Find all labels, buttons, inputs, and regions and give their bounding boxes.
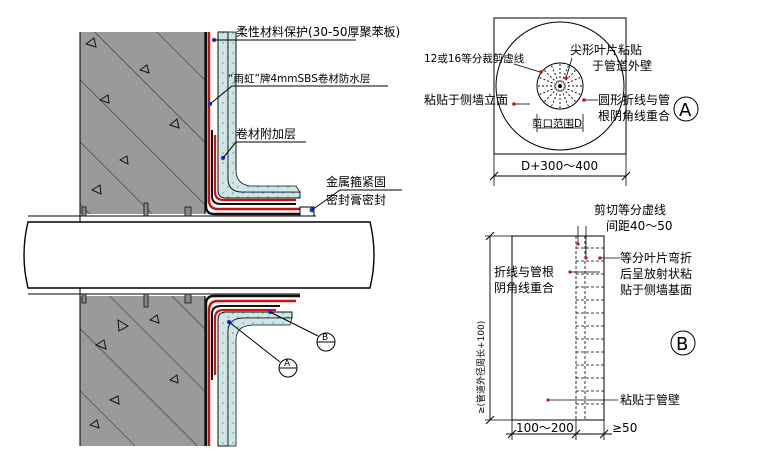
label-b-height: ≥(管道外径周长+100): [475, 321, 487, 414]
detail-b-marker-circle: [670, 330, 696, 356]
membrane-lower: [204, 294, 300, 446]
cut-spoke: [559, 85, 577, 103]
wall-section: [23, 31, 375, 447]
detail-b-sheet: [511, 235, 605, 421]
label-b-overlap-dim: ≥50: [612, 421, 637, 435]
label-a-wall-bond: 粘贴于侧墙立面: [424, 92, 508, 107]
label-b-fold-line1: 折线与管根: [494, 264, 554, 279]
detail-b: [485, 226, 696, 440]
label-b-width-dim: 100～200: [516, 421, 574, 435]
label-hoop-line1: 金属箍紧固: [326, 174, 386, 189]
label-membrane: “雨虹”牌4mmSBS卷材防水层: [228, 72, 370, 85]
detail-a-outer-circle: [495, 21, 625, 151]
label-a-opening: 剪口范围D: [532, 117, 582, 130]
label-protection: 柔性材料保护(30-50厚聚苯板): [236, 25, 400, 39]
label-additional-layer: 卷材附加层: [236, 126, 296, 141]
membrane-upper: [204, 32, 306, 216]
cut-spoke: [543, 85, 561, 103]
detail-a-marker-circle: [673, 96, 699, 122]
detail-b-marker: B: [676, 334, 688, 355]
detail-a-square: [493, 17, 627, 155]
label-b-petal-line3: 贴于侧墙基面: [620, 283, 692, 297]
label-a-fold-line2: 根阴角线重合: [598, 108, 670, 123]
label-b-cut-line1: 剪切等分虚线: [594, 202, 666, 217]
label-hoop-line2: 密封膏密封: [326, 192, 386, 207]
section-marker-a: A: [284, 359, 291, 369]
label-a-petal-line1: 尖形叶片粘贴: [570, 42, 642, 57]
detail-a-fold-circle: [536, 62, 584, 110]
label-a-petal-line2: 于管道外壁: [592, 58, 652, 73]
label-a-dimension: D+300～400: [521, 159, 598, 173]
label-b-cut-line2: 间距40～50: [606, 219, 673, 233]
label-b-petal-line1: 等分叶片弯折: [620, 250, 692, 265]
label-a-fold-line1: 圆形折线与管: [598, 92, 670, 107]
section-marker-b: B: [322, 333, 328, 343]
detail-a: [489, 17, 699, 186]
detail-a-marker: A: [679, 100, 692, 121]
label-b-fold-line2: 阴角线重合: [494, 280, 554, 295]
label-b-pipe-bond: 粘贴于管壁: [620, 392, 680, 407]
label-b-petal-line2: 后呈放射状粘: [620, 266, 692, 281]
pipe: [23, 221, 375, 289]
label-a-division: 12或16等分裁剪虚线: [424, 52, 525, 65]
cut-spoke: [543, 69, 561, 87]
